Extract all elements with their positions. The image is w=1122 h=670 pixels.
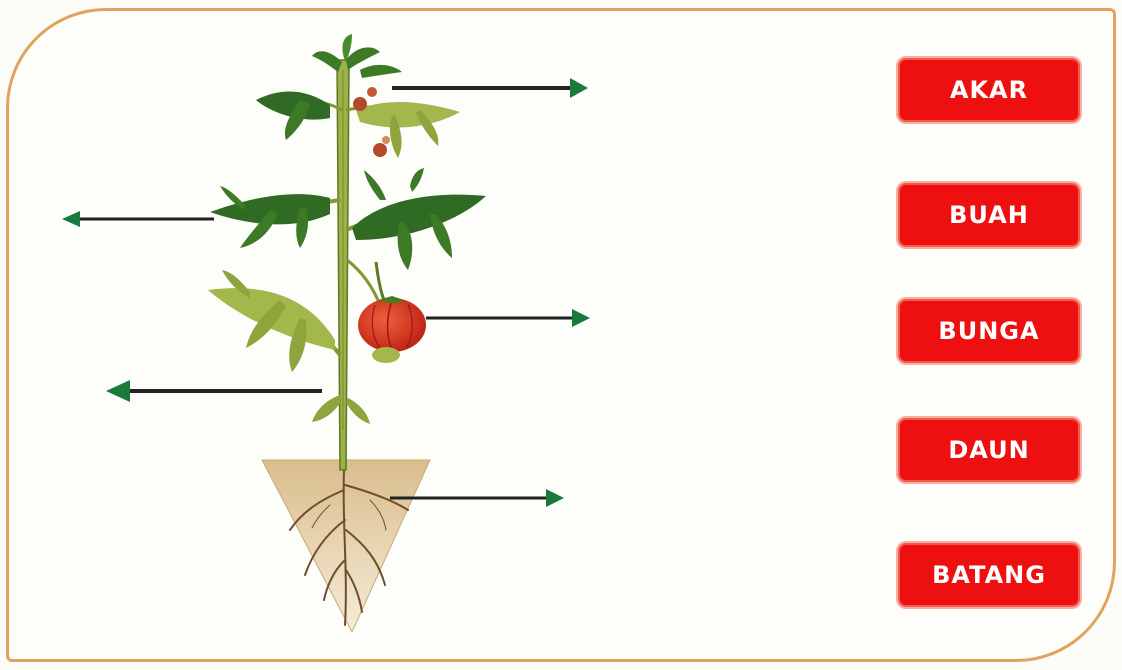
tomato-fruit (358, 262, 426, 363)
arrow-fruit (426, 309, 590, 327)
label-batang-button[interactable]: BATANG (898, 543, 1080, 607)
label-bunga-button[interactable]: BUNGA (898, 299, 1080, 363)
label-daun-button[interactable]: DAUN (898, 418, 1080, 482)
label-akar-button[interactable]: AKAR (898, 58, 1080, 122)
pointer-arrows (62, 78, 590, 507)
arrow-leaf-upper (62, 211, 214, 227)
label-buah-button[interactable]: BUAH (898, 183, 1080, 247)
arrow-flower (392, 78, 588, 98)
arrow-stem (106, 380, 322, 402)
